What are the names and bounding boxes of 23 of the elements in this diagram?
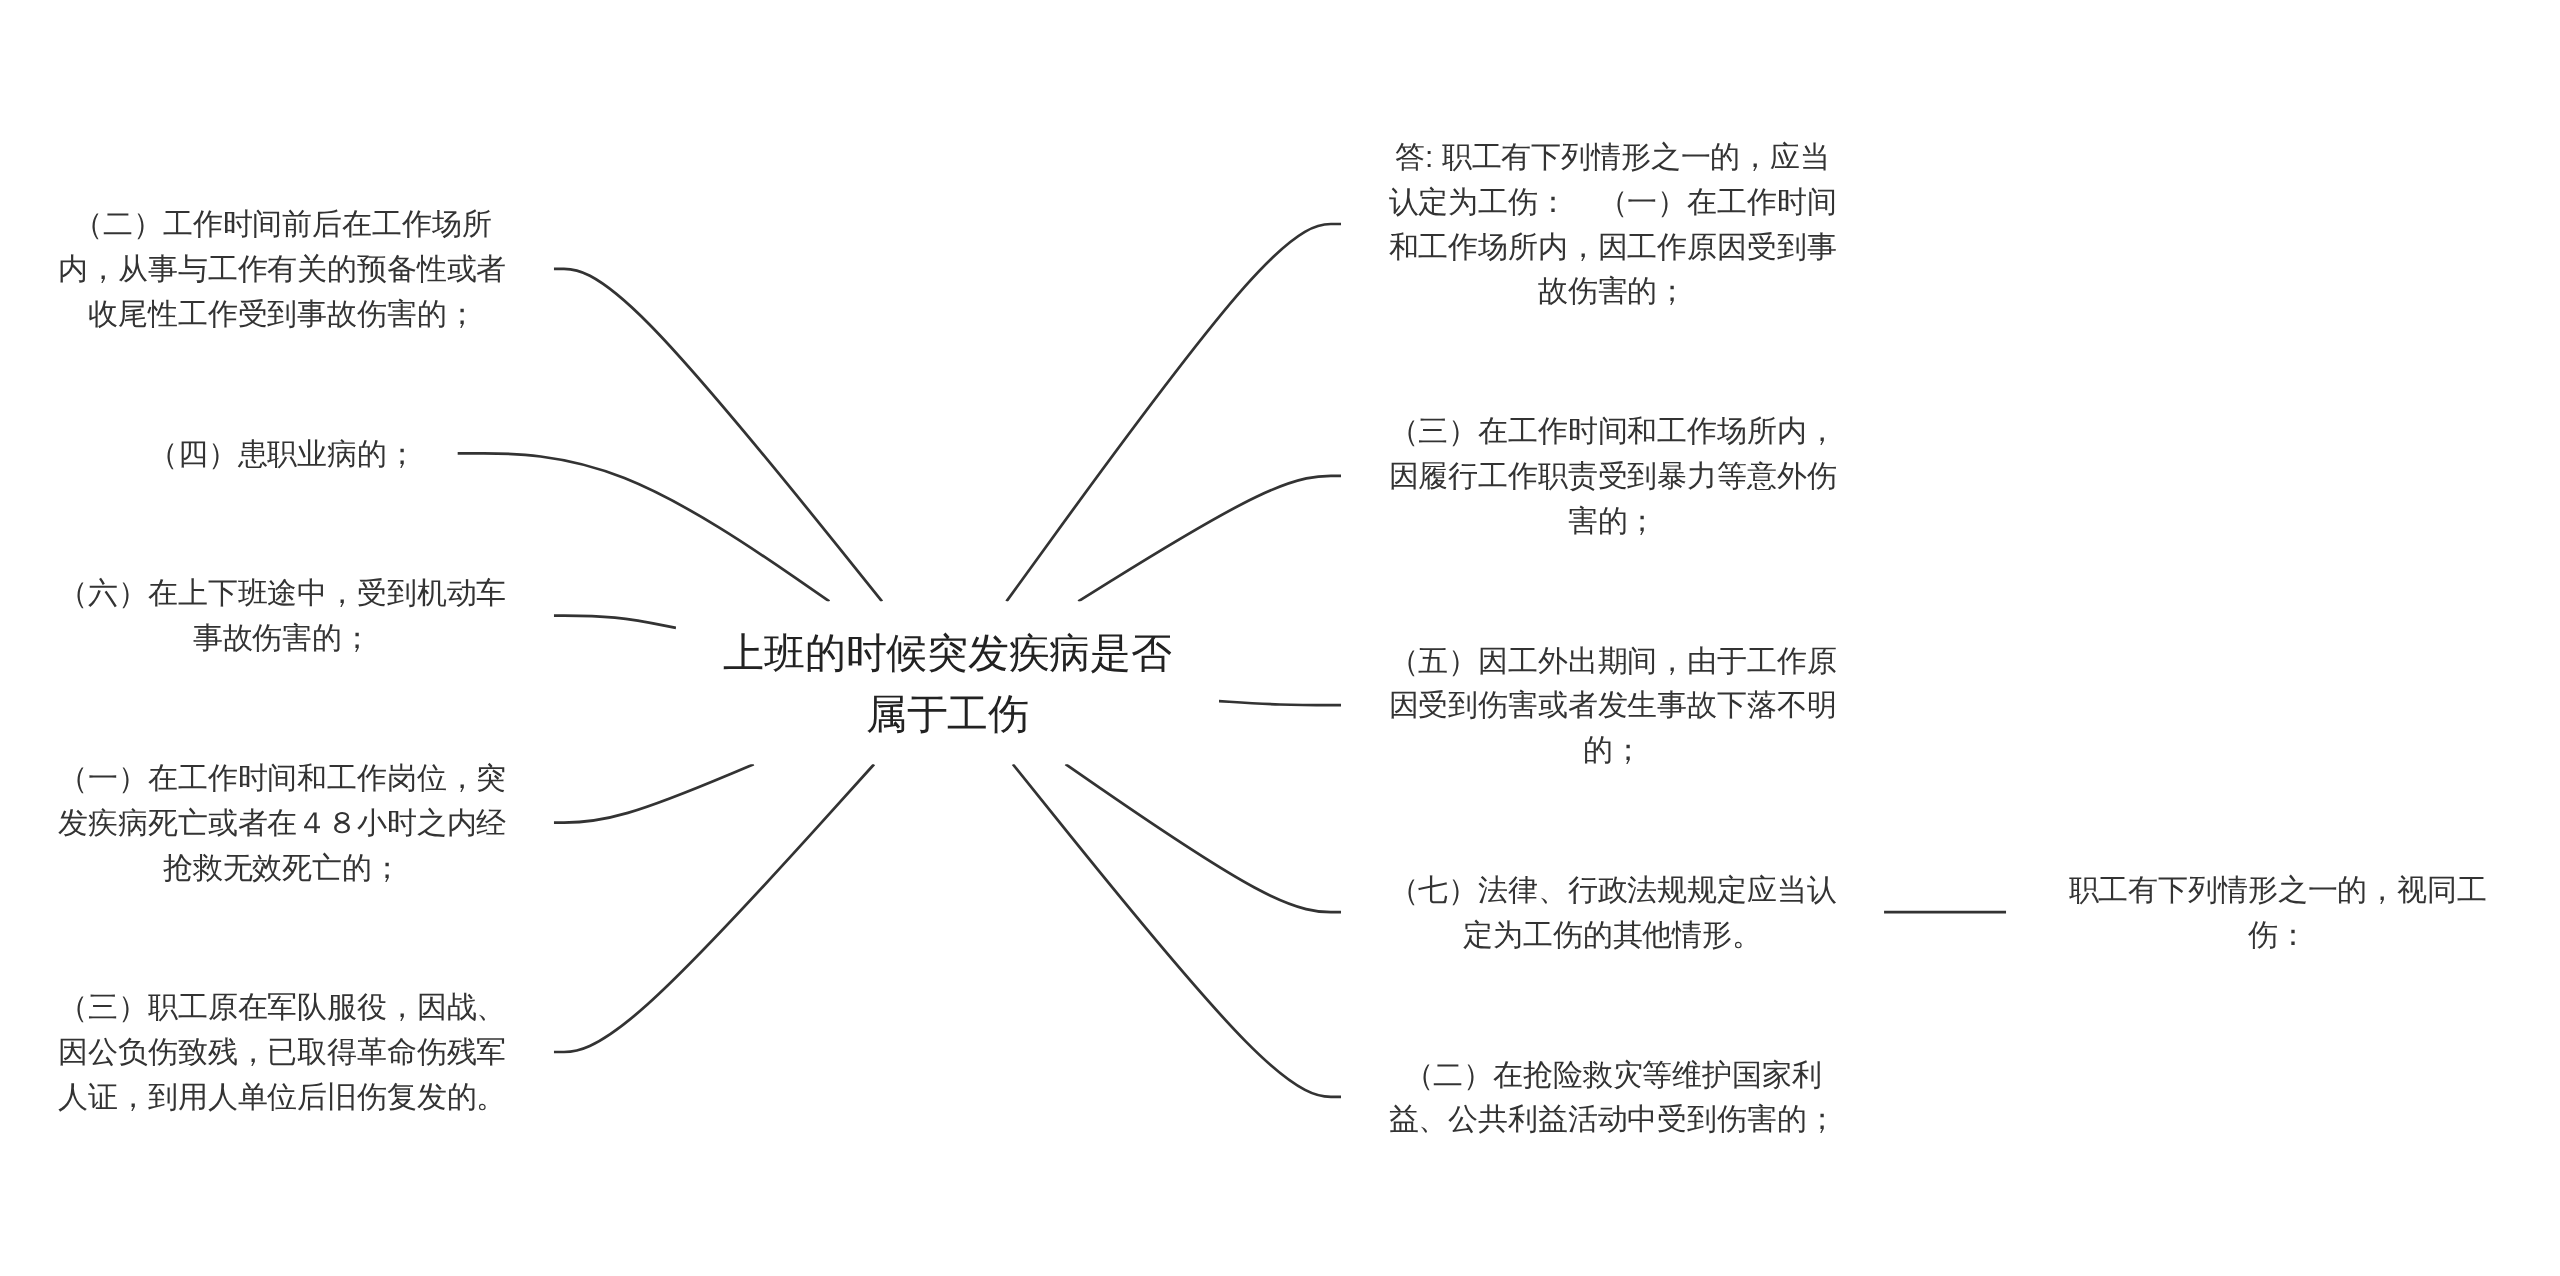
connector <box>1218 699 1342 707</box>
node-text: （五）因工外出期间，由于工作原因受到伤害或者发生事故下落不明的； <box>1388 643 1837 767</box>
connector <box>553 614 677 630</box>
connector <box>1005 222 1342 603</box>
node-text: （一）在工作时间和工作岗位，突发疾病死亡或者在４８小时之内经抢救无效死亡的； <box>58 760 507 885</box>
node-text: 上班的时候突发疾病是否属于工伤 <box>723 629 1172 736</box>
connector <box>1011 763 1342 1099</box>
node-text: （六）在上下班途中，受到机动车事故伤害的； <box>58 576 507 655</box>
connector <box>1884 910 2007 914</box>
node-text: （七）法律、行政法规规定应当认定为工伤的其他情形。 <box>1388 872 1837 952</box>
node-text: 答: 职工有下列情形之一的，应当认定为工伤： （一）在工作时间和工作场所内，因工作原因受到事故伤害的； <box>1388 139 1837 309</box>
node-text: 职工有下列情形之一的，视同工伤： <box>2068 872 2487 952</box>
node-text: （三）职工原在军队服役，因战、因公负伤致残，已取得革命伤残军人证，到用人单位后旧伤复发的。 <box>58 990 507 1114</box>
node-text: （四）患职业病的； <box>147 436 417 471</box>
node-text: （二）在抢险救灾等维护国家利益、公共利益活动中受到伤害的； <box>1388 1057 1837 1137</box>
node-text: （三）在工作时间和工作场所内，因履行工作职责受到暴力等意外伤害的； <box>1388 414 1837 538</box>
connector <box>1064 763 1342 914</box>
connector <box>1077 474 1342 603</box>
node-text: （二）工作时间前后在工作场所内，从事与工作有关的预备性或者收尾性工作受到事故伤害的； <box>58 207 507 331</box>
connector <box>457 452 831 603</box>
connector <box>553 267 884 603</box>
connector <box>553 763 876 1054</box>
connector <box>553 763 755 824</box>
